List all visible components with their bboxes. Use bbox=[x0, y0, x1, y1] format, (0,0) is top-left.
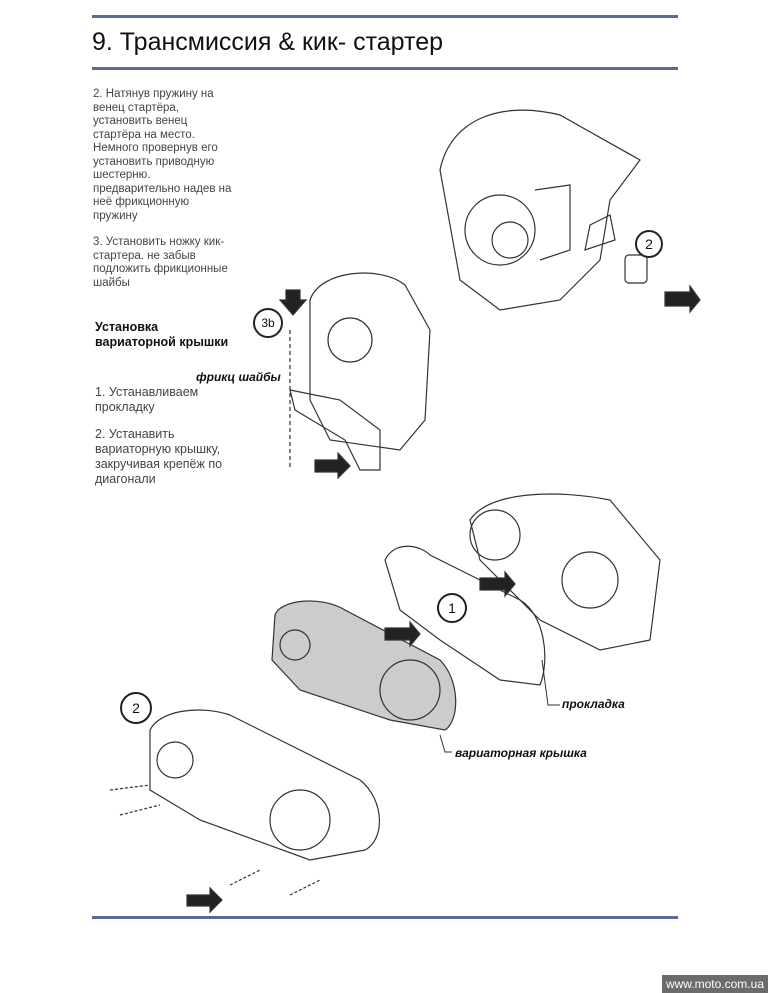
footer-rule bbox=[92, 916, 678, 919]
arrow-icon bbox=[664, 284, 701, 314]
assembled-cover-drawing bbox=[109, 709, 380, 896]
arrow-icon bbox=[186, 886, 223, 914]
step-text: 2. Устанавить вариаторную крышку, закруч… bbox=[95, 427, 223, 486]
section-heading: Установка вариаторной крышки bbox=[95, 320, 229, 349]
step-text: 2. Натянув пружину на венец стартёра, ус… bbox=[93, 88, 232, 222]
gasket-drawing bbox=[384, 545, 546, 686]
step-text: 3. Установить ножку кик- стартера. не за… bbox=[93, 236, 228, 289]
drive-gear-drawing bbox=[584, 214, 648, 284]
callout-number: 3b bbox=[253, 308, 283, 338]
washers-label: фрикц шайбы bbox=[196, 370, 281, 384]
header-rule-top bbox=[92, 15, 678, 18]
gasket-label: прокладка bbox=[562, 697, 625, 711]
watermark: www.moto.com.ua bbox=[661, 975, 768, 993]
kickstarter-cover-drawing bbox=[289, 272, 431, 471]
arrow-icon bbox=[314, 451, 351, 480]
page-title: 9. Трансмиссия & кик- стартер bbox=[92, 28, 444, 56]
header-rule-bottom bbox=[92, 67, 678, 70]
callout-number: 2 bbox=[120, 692, 152, 724]
arrow-icon bbox=[479, 570, 516, 598]
callout-number: 2 bbox=[635, 230, 663, 258]
transmission-drawing bbox=[469, 493, 661, 651]
cover-label: вариаторная крышка bbox=[455, 746, 587, 760]
arrow-icon bbox=[384, 620, 421, 648]
step-text: 1. Устанавливаем прокладку bbox=[95, 385, 199, 414]
crankcase-drawing bbox=[439, 109, 641, 311]
callout-number: 1 bbox=[437, 593, 467, 623]
variator-cover-drawing bbox=[271, 600, 457, 731]
arrow-icon bbox=[278, 289, 308, 316]
